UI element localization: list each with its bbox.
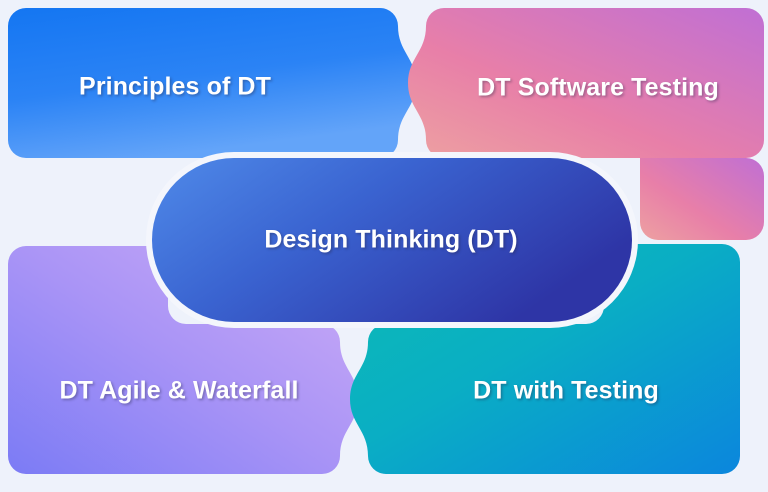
branch-shape-with-testing[interactable] — [350, 244, 740, 474]
branch-shape-software-testing[interactable] — [408, 8, 764, 158]
branch-shape-software-testing-extension[interactable] — [640, 158, 764, 240]
branch-shape-principles[interactable] — [8, 8, 416, 158]
branch-shape-agile-waterfall[interactable] — [8, 246, 358, 474]
center-node-shape[interactable] — [152, 158, 632, 322]
